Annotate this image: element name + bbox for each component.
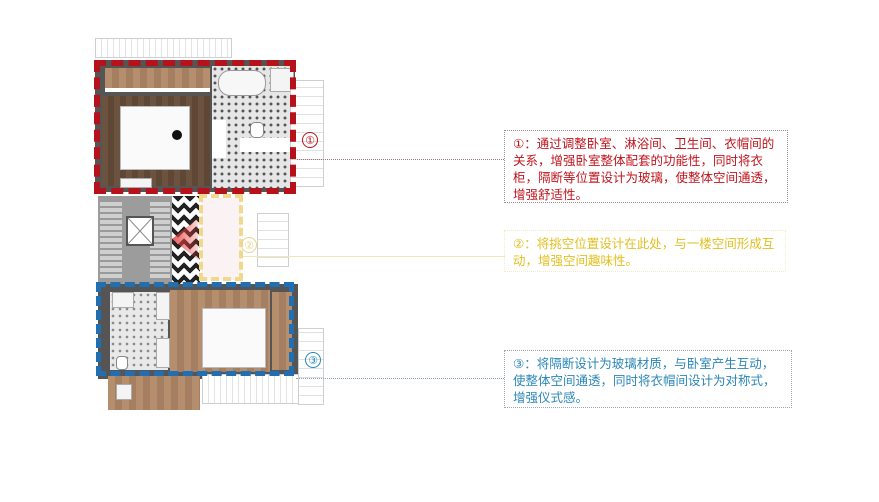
lower-bed xyxy=(202,308,266,368)
closet-right-top xyxy=(156,292,170,320)
marker-3-badge: ③ xyxy=(305,352,321,368)
lower-closet-floor xyxy=(272,292,292,370)
frame-void-2 xyxy=(199,194,243,281)
rug-ornament xyxy=(172,130,182,140)
glass-partition xyxy=(212,120,226,158)
leader-line-3 xyxy=(296,378,504,379)
toilet xyxy=(250,122,264,138)
stair-right xyxy=(150,200,170,280)
void-area xyxy=(201,198,241,280)
closet-right-bottom xyxy=(156,338,170,368)
desk xyxy=(120,178,152,188)
elevator xyxy=(126,216,154,246)
note-box-1: ①：通过调整卧室、淋浴间、卫生间、衣帽间的关系，增强卧室整体配套的功能性，同时将… xyxy=(504,130,788,203)
right-balcony-middle xyxy=(257,213,289,267)
closet-top xyxy=(112,292,134,308)
shower-area xyxy=(240,138,290,152)
marker-1-badge: ① xyxy=(302,132,318,148)
stair-left xyxy=(100,200,122,280)
note-box-3: ③：将隔断设计为玻璃材质，与卧室产生互动，使整体空间通透，同时将衣帽间设计为对称… xyxy=(504,350,792,408)
leader-line-1 xyxy=(297,159,504,160)
top-balcony xyxy=(95,38,232,58)
note-box-2: ②：将挑空位置设计在此处，与一楼空间形成互动，增强空间趣味性。 xyxy=(504,230,786,272)
wardrobe xyxy=(105,68,210,88)
marker-2-badge: ② xyxy=(241,237,257,253)
frame-suite-1 xyxy=(94,60,296,194)
note-1-text: ①：通过调整卧室、淋浴间、卫生间、衣帽间的关系，增强卧室整体配套的功能性，同时将… xyxy=(513,136,776,202)
wardrobe-glass xyxy=(105,88,210,92)
note-2-text: ②：将挑空位置设计在此处，与一楼空间形成互动，增强空间趣味性。 xyxy=(513,236,775,268)
note-3-text: ③：将隔断设计为玻璃材质，与卧室产生互动，使整体空间通透，同时将衣帽间设计为对称… xyxy=(513,356,776,405)
study-chair xyxy=(116,384,132,400)
bathtub xyxy=(218,70,266,96)
lower-toilet xyxy=(116,356,128,370)
frame-suite-3 xyxy=(96,282,294,376)
leader-line-2 xyxy=(243,256,505,257)
